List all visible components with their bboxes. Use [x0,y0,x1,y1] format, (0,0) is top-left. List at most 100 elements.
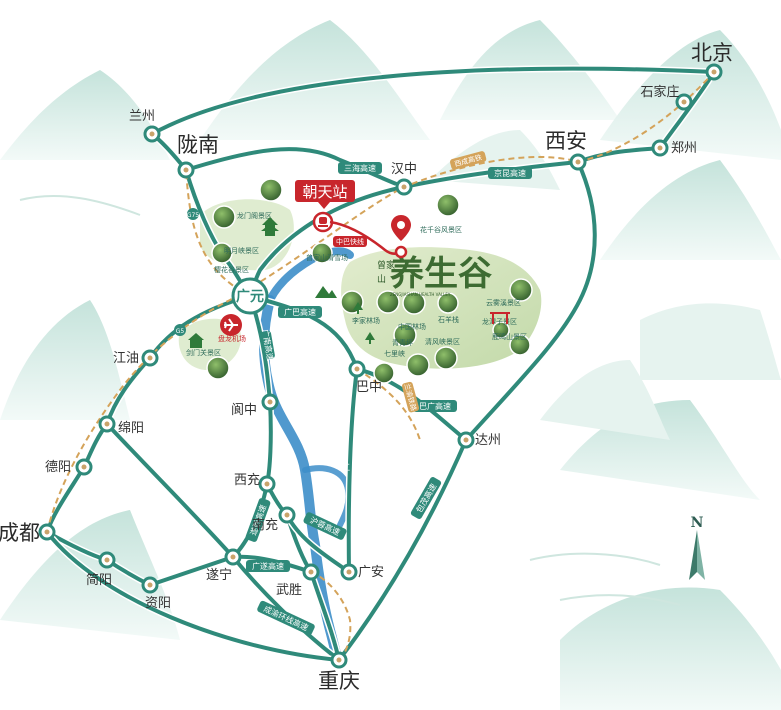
city-label: 阆中 [231,403,257,418]
scenic-photo[interactable] [434,346,458,370]
scenic-photo[interactable] [436,193,460,217]
scenic-photo[interactable] [311,242,333,264]
city-node-guangyuan[interactable]: 广元 [231,277,269,315]
airport-icon[interactable] [220,314,242,336]
scenic-label-11: 鹿鸣山景区 [492,332,527,341]
tree-icon [365,332,375,344]
city-marker-dot [147,355,153,361]
city-label: 陇南 [177,133,219,157]
city-label: 西安 [545,129,587,153]
city-node-bazhong[interactable]: 巴中 [348,360,382,395]
train-icon [318,217,328,227]
scenic-photo[interactable] [211,242,233,264]
city-node-chengdu[interactable]: 成都 [0,521,56,545]
road-label-sanhai: 三海高速 [344,163,376,173]
scenic-photo[interactable] [393,323,417,347]
city-node-jianyang[interactable]: 简阳 [86,551,116,588]
city-marker-dot [147,582,153,588]
scenic-photo[interactable] [492,321,510,339]
city-node-longnan[interactable]: 陇南 [177,133,219,179]
scenic-label-1: 明月峡景区 [224,246,259,255]
city-label: 资阳 [145,596,171,611]
city-node-beijing[interactable]: 北京 [691,41,733,81]
city-label: 遂宁 [206,567,232,583]
city-label: 德阳 [45,460,71,475]
scenic-photo[interactable] [509,334,531,356]
scenic-photo[interactable] [206,356,230,380]
station-marker[interactable]: 朝天站 [295,180,408,259]
road-label-guangba: 广巴高速 [284,307,316,317]
road-label-g75: G75 [187,212,199,219]
scenic-label-5: 剑门关景区 [186,348,221,357]
airport-label: 盘龙机场 [218,334,246,343]
city-marker-dot [346,569,352,575]
city-node-xichong[interactable]: 西充 [234,472,276,493]
scenic-label-2: 樱花谷景区 [214,265,249,274]
scenic-photo[interactable] [402,291,426,315]
road-segment [346,367,359,574]
road-label-jingkun: 京昆高速 [494,168,526,178]
scenic-label-6: 李家林场 [352,316,380,325]
road-label-chengyu: 成渝环线高速 [262,603,310,632]
scenic-photo[interactable] [376,290,400,314]
road-outline [336,438,470,663]
city-marker-dot [149,131,155,137]
city-node-guangan[interactable]: 广安 [340,563,384,581]
city-marker-dot [711,69,717,75]
city-label: 西充 [234,472,260,488]
city-node-langzhong[interactable]: 阆中 [231,393,279,418]
city-node-zhengzhou[interactable]: 郑州 [651,139,697,157]
road-segment [148,66,716,172]
scenic-photo[interactable] [373,362,395,384]
city-node-suining[interactable]: 遂宁 [206,548,242,583]
tree-icon [353,302,363,314]
city-node-mianyang[interactable]: 绵阳 [98,415,144,436]
city-node-shijiazhuang[interactable]: 石家庄 [640,84,693,111]
city-label: 兰州 [129,109,155,124]
scenic-label-12: 清风峡景区 [425,337,460,346]
city-node-ziyang[interactable]: 资阳 [141,576,171,611]
river-label-3: 江 [342,463,350,472]
scenic-photo[interactable] [212,205,236,229]
rail-label-zhongba: 中巴快线 [336,237,364,246]
city-marker-dot [81,464,87,470]
city-marker-dot [308,569,314,575]
scenic-photo[interactable] [437,292,459,314]
city-label: 简阳 [86,572,112,588]
scenic-photo[interactable] [406,353,430,377]
city-marker-dot [657,145,663,151]
city-node-xian[interactable]: 西安 [545,129,587,171]
railway-segment [185,169,251,297]
railway-network [46,71,715,661]
city-marker [231,277,269,315]
compass-label: N [691,515,704,531]
destination-prefix-2: 山 [377,274,386,285]
city-marker-dot [575,159,581,165]
city-node-jiangyou[interactable]: 江油 [113,349,159,367]
city-label: 广安 [358,565,384,580]
scenic-label-10: 龙潭子景区 [482,317,517,326]
city-label: 绵阳 [118,421,144,436]
city-node-nanchong[interactable]: 南充 [252,506,296,533]
railway-segment [356,368,421,441]
scenic-photos [206,178,533,384]
scenic-label-14: 七里峡 [384,349,405,358]
scenic-photo[interactable] [259,178,283,202]
destination-subtitle: ZENGJIASHAN HEALTH VALLEY [390,292,451,297]
city-node-hanzhong[interactable]: 汉中 [391,162,417,196]
city-node-dazhou[interactable]: 达州 [457,431,501,449]
river-label-2: 陵 [300,433,308,442]
city-node-deyang[interactable]: 德阳 [45,458,93,476]
destination-pin-icon[interactable] [391,215,411,241]
city-node-lanzhou[interactable]: 兰州 [129,109,161,143]
pavilion-icon [188,333,204,348]
city-marker-dot [264,481,270,487]
scenic-photo[interactable] [509,278,533,302]
city-node-wusheng[interactable]: 武胜 [276,563,320,598]
scenic-label-4: 花千谷风景区 [420,225,462,234]
city-node-chongqing[interactable]: 重庆 [318,651,360,693]
scenic-labels: 龙门阁景区 明月峡景区 樱花谷景区 曾家山滑雪场 花千谷风景区 剑门关景区 李家… [186,211,527,358]
pavilion-icon [261,217,279,236]
